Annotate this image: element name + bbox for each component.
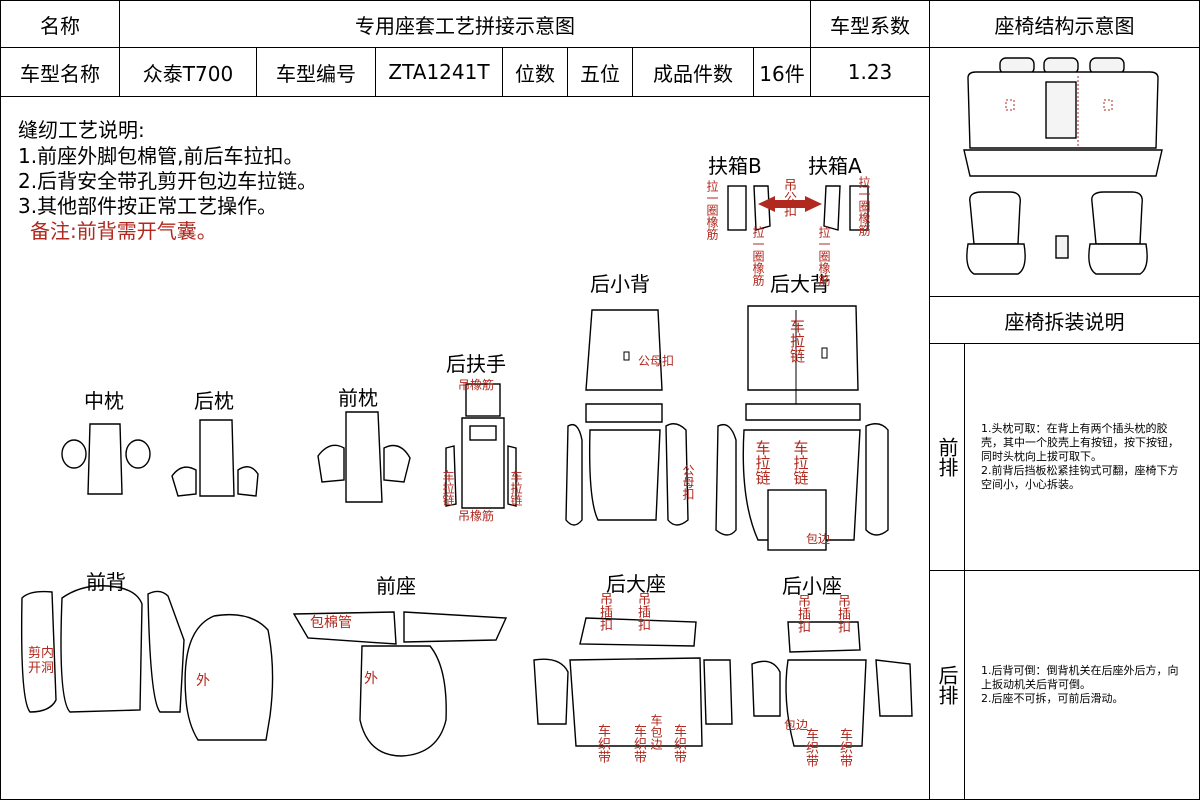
mark-hang-elastic-bottom: 吊橡筋 xyxy=(458,509,495,523)
disassembly-title: 座椅拆装说明 xyxy=(929,296,1200,344)
instruction-line-2: 2.后背安全带孔剪开包边车拉链。 xyxy=(18,169,318,193)
label-rear-armrest: 后扶手 xyxy=(446,352,506,376)
mark-cotton-tube: 包棉管 xyxy=(310,615,352,631)
mark-woven-belt-2: 车织带 xyxy=(631,724,646,763)
rear-small-back-pieces xyxy=(565,309,689,526)
seat-structure-illustration xyxy=(963,57,1163,275)
instructions-heading: 缝纫工艺说明: xyxy=(18,118,145,142)
mark-pull-elastic-b-right: 拉一圈橡筋 xyxy=(751,226,765,286)
armbox-pieces xyxy=(727,185,869,231)
mark-zipper-right: 车拉链 xyxy=(791,440,810,485)
mark-armrest-zipper-left: 车拉链 xyxy=(441,470,455,506)
mark-outer-seat: 外 xyxy=(364,671,378,687)
seats-label: 位数 xyxy=(502,47,568,97)
coef-value: 1.23 xyxy=(810,47,930,97)
middle-pillow-pieces xyxy=(61,423,151,495)
mark-hang-insert-2: 吊插扣 xyxy=(635,592,650,631)
mark-zipper-left: 车拉链 xyxy=(753,440,772,485)
rear-row-label-text: 后排 xyxy=(935,665,959,705)
mark-hang-insert-4: 吊插扣 xyxy=(835,594,850,633)
label-armbox-a: 扶箱A xyxy=(808,154,862,178)
label-rear-small-seat: 后小座 xyxy=(782,574,842,598)
front-seat-right-drawing xyxy=(1088,191,1148,275)
instruction-note: 备注:前背需开气囊。 xyxy=(30,219,217,243)
label-armbox-b: 扶箱B xyxy=(708,154,762,178)
armbox-drawing xyxy=(1055,235,1069,259)
mark-woven-belt-4: 车织带 xyxy=(803,728,818,767)
mark-edging-seat: 包边 xyxy=(784,718,809,732)
label-front-back: 前背 xyxy=(86,570,126,594)
mark-edging-back: 包边 xyxy=(806,532,831,546)
structure-title: 座椅结构示意图 xyxy=(929,0,1200,48)
rear-row-text: 1.后背可倒：倒背机关在后座外后方，向上扳动机关后背可倒。 2.后座不可拆，可前… xyxy=(981,664,1179,705)
label-rear-small-back: 后小背 xyxy=(590,272,650,296)
front-row-text-cell: 1.头枕可取：在背上有两个插头枕的胶壳，其中一个胶壳上有按钮，按下按钮，同时头枕… xyxy=(964,343,1200,571)
mark-woven-belt-1: 车织带 xyxy=(595,724,610,763)
mark-pull-elastic-b-left: 拉一圈橡筋 xyxy=(705,180,719,240)
rear-big-seat-pieces xyxy=(533,617,733,747)
mark-male-female-buckle: 公母扣 xyxy=(638,354,675,368)
rear-big-back-pieces xyxy=(715,305,889,551)
mark-woven-belt-5: 车织带 xyxy=(837,728,852,767)
mark-hang-insert-3: 吊插扣 xyxy=(795,594,810,633)
rear-row-label: 后排 xyxy=(929,570,965,800)
model-code-label: 车型编号 xyxy=(256,47,376,97)
mark-pull-elastic-a-right: 拉一圈橡筋 xyxy=(857,176,871,236)
front-row-text: 1.头枕可取：在背上有两个插头枕的胶壳，其中一个胶壳上有按钮，按下按钮，同时头枕… xyxy=(981,422,1179,491)
instruction-line-1: 1.前座外脚包棉管,前后车拉扣。 xyxy=(18,144,304,168)
rear-bench-drawing xyxy=(963,57,1163,177)
rear-small-seat-pieces xyxy=(751,621,913,747)
mark-hang-insert-1: 吊插扣 xyxy=(597,592,612,631)
label-rear-pillow: 后枕 xyxy=(194,389,234,413)
mark-zipper-center: 车拉链 xyxy=(788,318,806,363)
mark-cut-inner-hole: 剪内开洞 xyxy=(28,646,55,676)
seats-value: 五位 xyxy=(567,47,633,97)
mark-hang-elastic-top: 吊橡筋 xyxy=(458,378,495,392)
front-back-pieces xyxy=(20,585,185,713)
mark-hang-male-buckle: 吊公扣 xyxy=(781,178,796,217)
front-seat-pieces xyxy=(184,611,508,757)
pieces-value: 16件 xyxy=(753,47,811,97)
rear-armrest-pieces xyxy=(445,383,517,509)
header-name-label: 名称 xyxy=(0,0,120,48)
mark-outer-back: 外 xyxy=(196,673,210,689)
pattern-pieces xyxy=(20,185,913,757)
model-code: ZTA1241T xyxy=(375,47,503,97)
mark-sew-edge: 车包边 xyxy=(649,714,663,750)
instruction-line-3: 3.其他部件按正常工艺操作。 xyxy=(18,194,278,218)
label-front-pillow: 前枕 xyxy=(338,386,378,410)
mark-woven-belt-3: 车织带 xyxy=(671,724,686,763)
coef-label: 车型系数 xyxy=(810,0,930,48)
front-row-label-text: 前排 xyxy=(935,437,959,477)
mark-pull-elastic-a-left: 拉一圈橡筋 xyxy=(817,226,831,286)
front-pillow-pieces xyxy=(317,411,411,503)
front-seat-left-drawing xyxy=(966,191,1026,275)
pieces-label: 成品件数 xyxy=(632,47,754,97)
diagram-title: 专用座套工艺拼接示意图 xyxy=(119,0,811,48)
mark-armrest-zipper-right: 车拉链 xyxy=(509,470,523,506)
model-name: 众泰T700 xyxy=(119,47,257,97)
label-front-seat: 前座 xyxy=(376,574,416,598)
front-row-label: 前排 xyxy=(929,343,965,571)
rear-pillow-pieces xyxy=(171,419,259,497)
label-middle-pillow: 中枕 xyxy=(84,389,124,413)
label-rear-big-seat: 后大座 xyxy=(606,572,666,596)
label-rear-big-back: 后大背 xyxy=(770,272,830,296)
mark-male-female-buckle-side: 公母扣 xyxy=(681,464,695,500)
rear-row-text-cell: 1.后背可倒：倒背机关在后座外后方，向上扳动机关后背可倒。 2.后座不可拆，可前… xyxy=(964,570,1200,800)
model-name-label: 车型名称 xyxy=(0,47,120,97)
